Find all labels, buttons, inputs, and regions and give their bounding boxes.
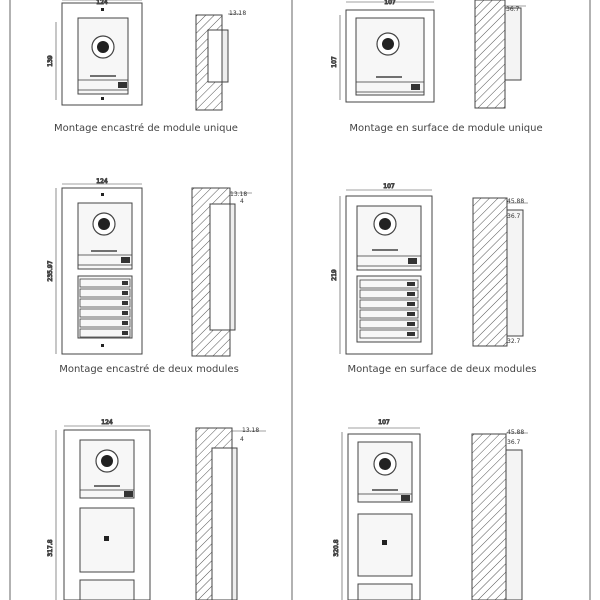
depth-dim: 45.88 [507, 198, 524, 205]
height-dim: 139 [47, 55, 54, 67]
front-view: 124 139 [47, 0, 143, 106]
depth-dim-small: 4 [240, 436, 244, 443]
card-reader-module [79, 507, 135, 573]
depth-dim: 13.18 [242, 427, 259, 434]
section-surface-double: 107 219 [331, 183, 537, 376]
depth-dim-low: 32.7 [507, 338, 521, 345]
depth-dim: 36.7 [506, 6, 520, 13]
depth-dim-mid: 36.7 [507, 439, 521, 446]
caption-flush-double: Montage encastré de deux modules [59, 363, 239, 375]
depth-dim-mid: 36.7 [507, 213, 521, 220]
height-dim: 107 [331, 56, 338, 68]
caption-flush-single: Montage encastré de module unique [54, 122, 238, 134]
front-view: 107 219 [331, 183, 433, 355]
width-dim: 107 [383, 183, 395, 190]
section-surface-triple: 107 320.8 45.88 36.7 [333, 419, 528, 600]
section-flush-double: 124 235.97 [47, 178, 252, 375]
button-module [356, 275, 422, 343]
caption-surface-single: Montage en surface de module unique [349, 123, 542, 134]
height-dim: 317.8 [47, 539, 54, 556]
depth-dim: 45.88 [507, 429, 524, 436]
side-view: 13.18 4 [195, 427, 266, 600]
side-view: 45.88 36.7 [471, 429, 528, 600]
height-dim: 219 [331, 269, 338, 281]
height-dim: 235.97 [47, 260, 54, 281]
card-reader-icon [382, 540, 387, 545]
width-dim: 107 [384, 0, 396, 6]
front-view: 124 317.8 [47, 419, 151, 600]
section-flush-triple: 124 317.8 13.18 4 [47, 419, 266, 600]
side-view: 45.88 36.7 32.7 [472, 197, 528, 347]
front-view: 107 320.8 [333, 419, 421, 600]
width-dim: 124 [96, 178, 108, 185]
call-button-icon [411, 84, 420, 90]
depth-dim: 13.18 [229, 10, 246, 17]
height-dim: 320.8 [333, 539, 340, 556]
section-flush-single: 124 139 13.18 Montage encastré de module… [47, 0, 246, 134]
depth-dim: 13.18 [230, 191, 247, 198]
card-reader-icon [104, 536, 109, 541]
section-surface-single: 107 107 36.7 Montage en surface de modul… [331, 0, 543, 134]
side-view: 36.7 [474, 0, 526, 109]
width-dim: 124 [101, 419, 113, 426]
depth-dim-small: 4 [240, 198, 244, 205]
front-view: 124 235.97 [47, 178, 143, 355]
width-dim: 107 [378, 419, 390, 426]
side-view: 13.18 [195, 10, 246, 111]
side-view: 13.18 4 [191, 187, 252, 357]
call-button-icon [118, 82, 127, 88]
caption-surface-double: Montage en surface de deux modules [348, 364, 537, 375]
page-frame [9, 0, 591, 600]
front-view: 107 107 [331, 0, 435, 103]
